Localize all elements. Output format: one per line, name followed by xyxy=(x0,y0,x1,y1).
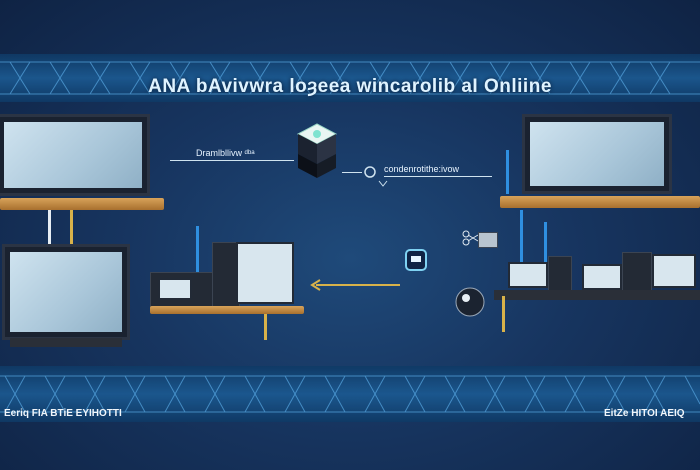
yellow-cable xyxy=(70,210,73,244)
left-bottom-monitor xyxy=(2,244,130,340)
left-top-shelf xyxy=(0,198,164,210)
arrow-right-icon xyxy=(378,180,388,187)
top-tech-band xyxy=(0,54,700,102)
right-top-shelf xyxy=(500,196,700,208)
network-node-icon xyxy=(364,166,376,178)
right-caption: condenrotithe:ivow xyxy=(384,164,460,174)
middle-small-screen-left xyxy=(158,278,192,300)
middle-yellow-cable xyxy=(264,314,267,340)
right-cluster-tower xyxy=(548,256,572,292)
bottom-tech-band xyxy=(0,366,700,422)
left-caption-line xyxy=(170,160,294,161)
middle-desk xyxy=(150,306,304,314)
right-cluster-desk xyxy=(494,290,700,300)
arrow-line xyxy=(316,284,400,286)
left-top-monitor-screen xyxy=(4,122,142,188)
right-cluster-box xyxy=(622,252,652,292)
right-blue-cable-3 xyxy=(544,222,547,262)
node-ball-icon xyxy=(455,287,485,317)
arrow-left-icon xyxy=(310,279,321,291)
right-caption-line xyxy=(384,176,492,177)
server-cube-icon xyxy=(296,123,338,178)
scissors-icon xyxy=(462,230,479,246)
white-cable xyxy=(48,210,51,246)
left-caption: Dramlbllivw ᵈᵇᵃ xyxy=(196,148,255,158)
middle-monitor xyxy=(236,242,294,304)
right-printer xyxy=(478,232,498,248)
left-bottom-monitor-screen xyxy=(10,252,122,332)
plug-icon xyxy=(405,249,427,271)
left-top-monitor xyxy=(0,114,150,196)
page-title: ANA bAvivwra loȝeea wincarolib aI Onliin… xyxy=(148,76,552,97)
right-top-monitor-screen xyxy=(530,122,664,186)
right-cluster-monitor-3 xyxy=(652,254,696,288)
right-blue-cable-2 xyxy=(520,210,523,262)
left-bottom-base xyxy=(10,338,122,347)
connector-line xyxy=(342,172,362,173)
right-cluster-monitor-2 xyxy=(582,264,622,290)
right-cluster-cable xyxy=(502,296,505,332)
footer-left-label: Eeriq FIA BTiE EYIHOTTI xyxy=(4,408,122,419)
top-band-pattern xyxy=(0,61,700,95)
middle-blue-cable xyxy=(196,226,199,272)
footer-right-label: EitZe HITOI AEIQ xyxy=(604,408,685,419)
right-blue-cable-1 xyxy=(506,150,509,194)
bottom-band-pattern xyxy=(0,375,700,413)
right-top-monitor xyxy=(522,114,672,194)
right-cluster-monitor-1 xyxy=(508,262,548,288)
